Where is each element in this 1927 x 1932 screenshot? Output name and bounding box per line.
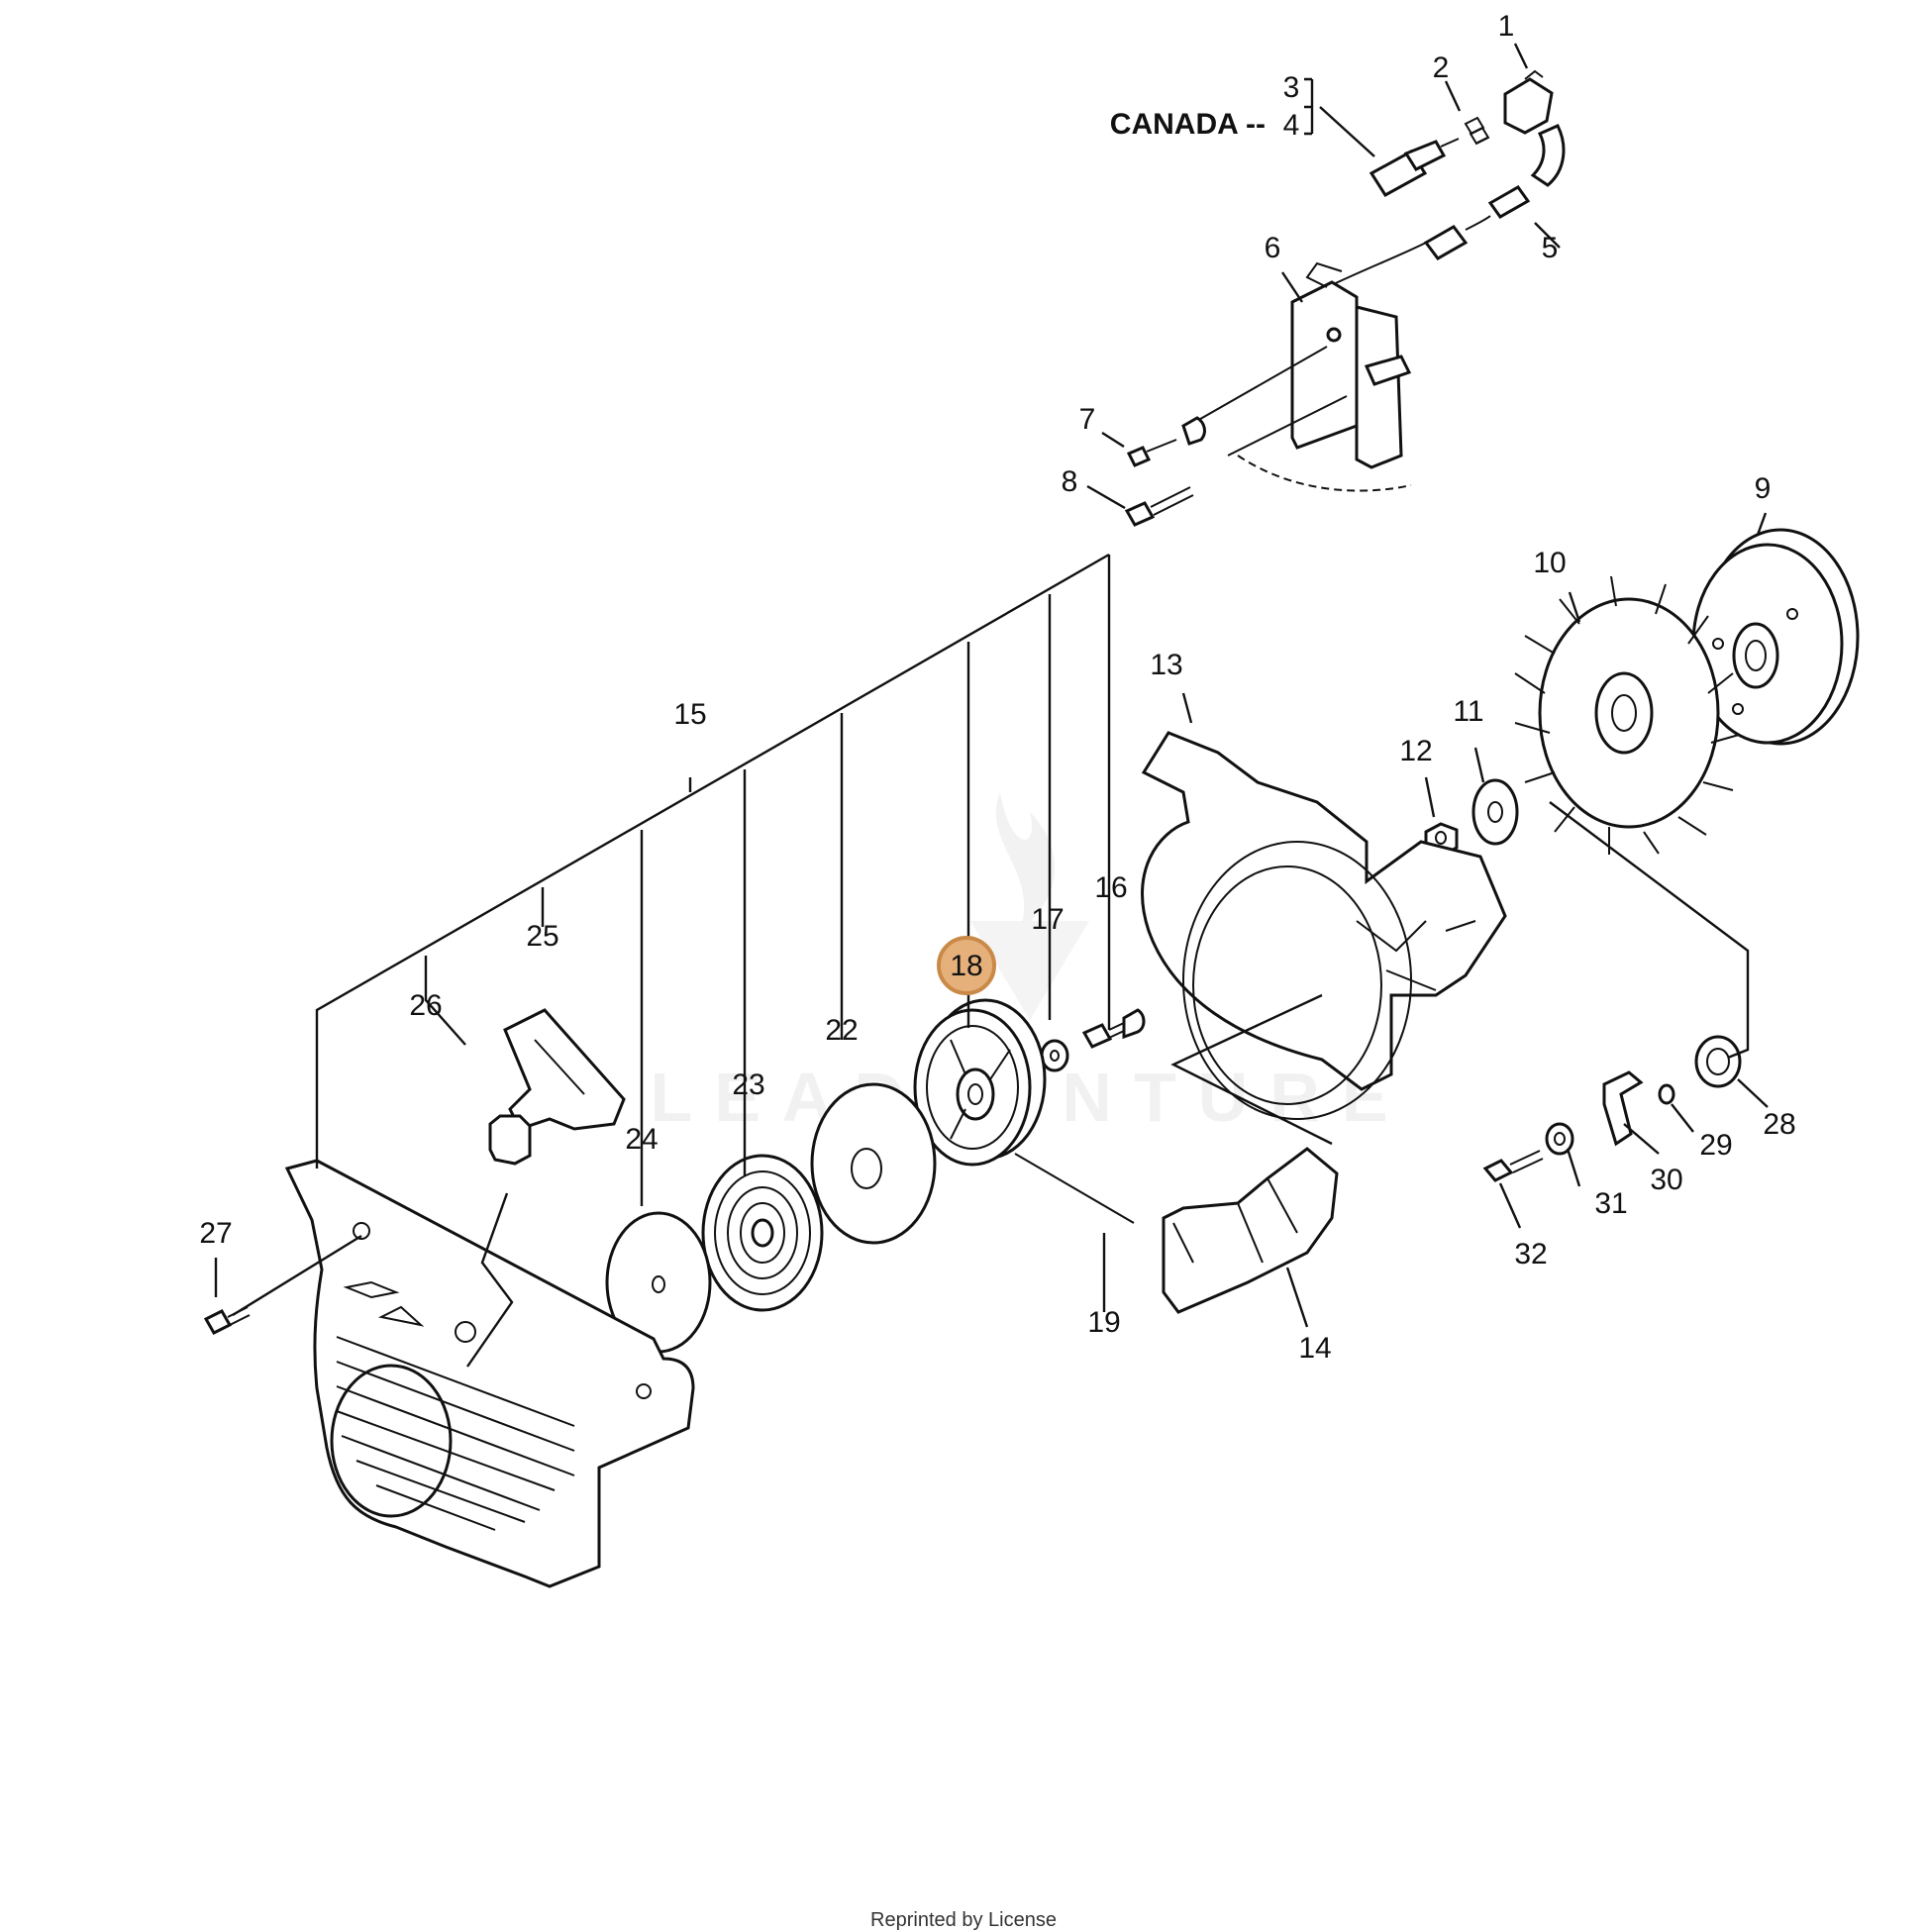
washer-part-17	[1040, 1039, 1069, 1072]
handle-part-25	[503, 1008, 626, 1131]
fan-part-10	[1514, 575, 1740, 855]
callout-15[interactable]: 15	[673, 698, 706, 731]
spark-plug-boot-part-1	[1503, 69, 1566, 187]
flywheel-part-9	[1691, 528, 1860, 746]
screw-part-32	[1482, 1150, 1544, 1182]
callout-7[interactable]: 7	[1079, 403, 1096, 436]
callout-3[interactable]: 3	[1283, 71, 1300, 104]
callout-22[interactable]: 22	[825, 1014, 858, 1047]
callout-30[interactable]: 30	[1650, 1164, 1682, 1196]
leader-lines	[214, 43, 1769, 1368]
screw-part-27	[203, 1306, 251, 1335]
callout-31[interactable]: 31	[1594, 1187, 1627, 1220]
footer-text: Reprinted by License	[870, 1909, 1057, 1931]
callout-28[interactable]: 28	[1763, 1108, 1795, 1141]
callout-9[interactable]: 9	[1755, 472, 1772, 505]
lead-sleeve-part-5	[1316, 185, 1531, 293]
highlight-circle	[937, 936, 996, 995]
callout-12[interactable]: 12	[1399, 735, 1432, 767]
callout-17[interactable]: 17	[1031, 903, 1064, 936]
starter-cover	[284, 1159, 695, 1588]
screw-part-8	[1124, 486, 1194, 527]
callout-25[interactable]: 25	[526, 920, 558, 953]
callout-26[interactable]: 26	[409, 989, 442, 1022]
callout-23[interactable]: 23	[732, 1068, 764, 1101]
grommet-part-26	[488, 1114, 532, 1166]
ignition-module-part-6	[1187, 261, 1412, 492]
callout-24[interactable]: 24	[625, 1123, 658, 1156]
screw-part-7	[1126, 416, 1206, 467]
spring-clip-part-28	[1694, 1035, 1742, 1088]
callout-32[interactable]: 32	[1514, 1238, 1547, 1271]
screw-part-16	[1081, 1008, 1146, 1049]
washer-part-29	[1658, 1083, 1675, 1105]
callout-6[interactable]: 6	[1265, 232, 1281, 264]
fan-housing-part-13	[1141, 731, 1507, 1120]
canada-label: CANADA --	[1110, 108, 1266, 141]
rope-part-19	[1014, 1153, 1135, 1224]
callout-13[interactable]: 13	[1150, 649, 1182, 681]
callout-10[interactable]: 10	[1533, 547, 1566, 579]
spring-clip-part-2	[1464, 116, 1490, 146]
callout-18[interactable]: 18	[950, 950, 982, 982]
callout-11[interactable]: 11	[1453, 695, 1483, 728]
spark-plug-part-3	[1369, 138, 1460, 197]
callout-14[interactable]: 14	[1298, 1332, 1331, 1365]
callout-2[interactable]: 2	[1433, 51, 1450, 84]
callout-5[interactable]: 5	[1542, 232, 1559, 264]
washer-part-22	[810, 1082, 937, 1245]
callout-27[interactable]: 27	[199, 1217, 232, 1250]
washer-part-11	[1471, 778, 1519, 846]
callout-4[interactable]: 4	[1283, 109, 1300, 142]
rope-rotor-part-18	[913, 998, 1047, 1167]
callout-29[interactable]: 29	[1699, 1129, 1732, 1162]
callout-19[interactable]: 19	[1087, 1306, 1120, 1339]
rewind-spring-part-23	[701, 1154, 824, 1312]
callout-1[interactable]: 1	[1498, 10, 1515, 43]
pawl-part-30	[1602, 1070, 1644, 1147]
washer-part-31	[1545, 1122, 1574, 1156]
cover-plate-part-14	[1162, 1147, 1339, 1314]
callout-16[interactable]: 16	[1094, 871, 1127, 904]
callout-8[interactable]: 8	[1062, 465, 1078, 498]
callout-labels: 1 2 3 CANADA -- 4 5 6 7 8 9 10 11 12 13 …	[199, 10, 1795, 1365]
